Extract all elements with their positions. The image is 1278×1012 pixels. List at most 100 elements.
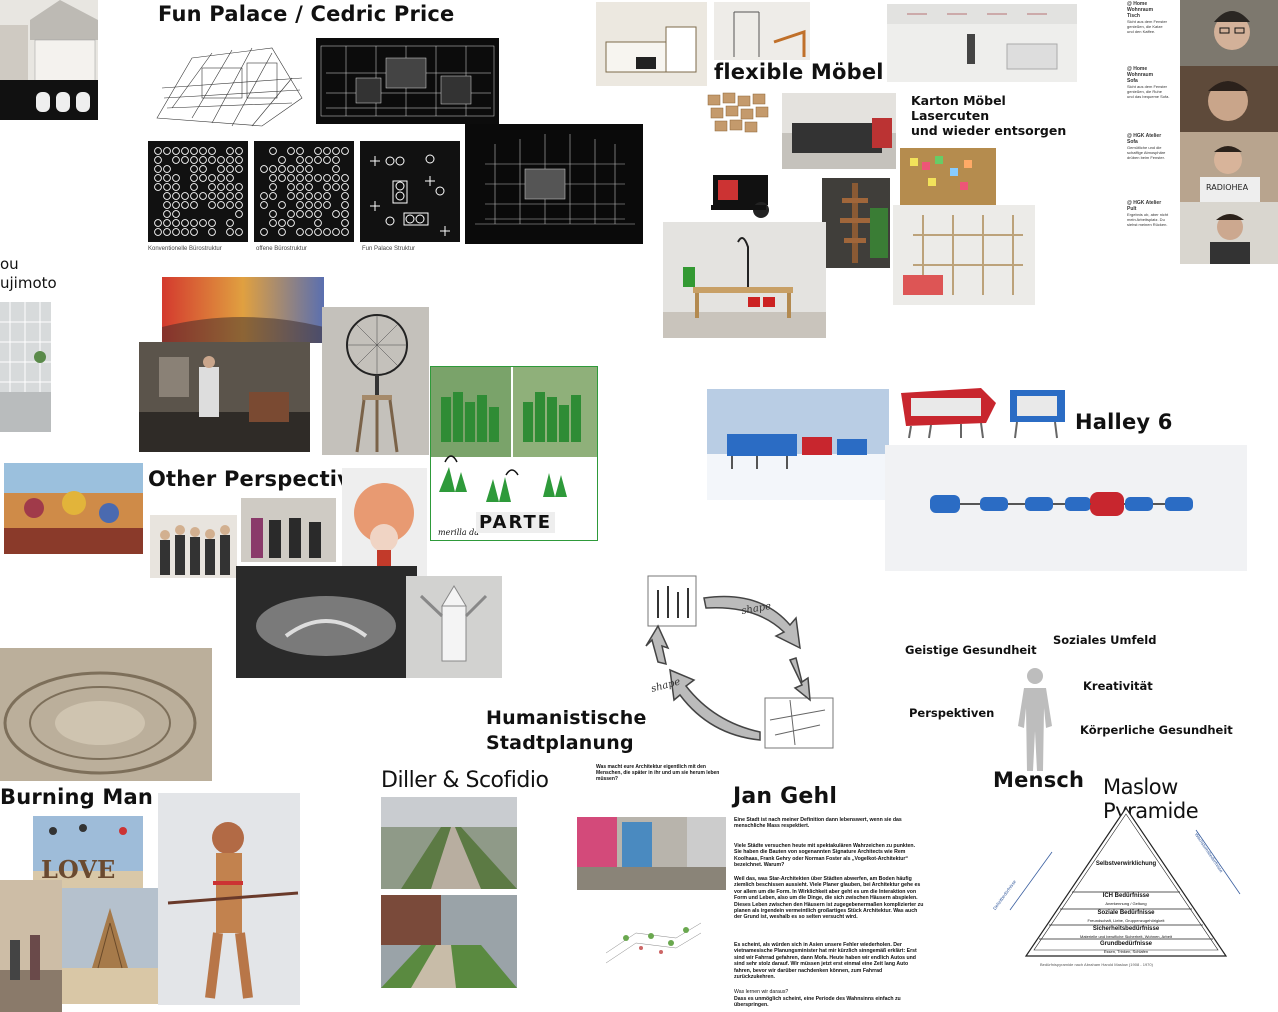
note-title: @ HGK Atelier Sofa [1127,133,1162,145]
fun-palace-sketch [152,38,310,130]
shape-label-1: shape [741,601,772,617]
note-body: Gemütliche und die schaffige Atmosphäre … [1127,145,1166,160]
maslow-level-2-sub: Materielle und berufliche Sicherheit, Wo… [1080,934,1172,939]
note-title: @ Home Wohnraum Sofa [1127,66,1154,84]
caption-fun-palace-struktur: Fun Palace Struktur [362,246,416,252]
office-pattern-open [254,141,354,242]
label-soziales-umfeld: Soziales Umfeld [1053,633,1157,647]
workbench-render [663,222,826,338]
maslow-level-3-sub: Freundschaft, Liebe, Gruppenzugehörigkei… [1087,918,1165,923]
fun-palace-elevation [316,38,499,124]
note-title: @ HGK Atelier Pult [1127,200,1162,212]
maslow-level-2: Sicherheitsbedürfnisse [1092,926,1160,932]
note-hgk-sofa: @ HGK Atelier Sofa Gemütliche und die sc… [1127,133,1177,160]
maslow-footer: Bedürfnispyramide nach Abraham Harold Ma… [1040,962,1153,967]
fujimoto-text-1: ou [0,255,19,273]
cluttered-studio-photo [139,342,310,452]
building-section-photo [0,0,98,120]
karton-moebel-text: Karton Möbel Lasercuten und wieder entso… [911,93,1067,138]
mensch-title: Mensch [993,768,1085,792]
street-scene-photo [577,817,726,890]
flex-room-photo [887,4,1077,82]
studio-photo [893,205,1035,305]
svg-text:RADIOHEA: RADIOHEA [1206,183,1249,192]
rainbow-room-photo [162,277,324,343]
label-kreativitaet: Kreativität [1083,679,1153,693]
coat-rack-photo [822,178,890,268]
green-furniture-photos [430,366,598,541]
note-body: Ergebnis ob, aber nicht mein Arbeitsplat… [1127,212,1169,227]
gehl-paragraph-1: Eine Stadt ist nach meiner Definition da… [734,817,902,830]
flexible-moebel-title: flexible Möbel [714,60,884,84]
group-photo-1 [150,515,237,578]
portrait-3: RADIOHEA [1180,132,1278,202]
halley-station-photo [707,389,889,500]
high-line-photo-2 [381,895,517,988]
halley-module-red [891,378,1001,440]
black-rock-city-aerial [0,648,212,781]
caption-buero-konventionell: Konventionelle Bürostruktur [148,246,222,252]
office-pattern-conventional [148,141,248,242]
bench-photo [703,150,781,230]
fun-palace-title: Fun Palace / Cedric Price [158,2,455,26]
portrait-4 [1180,202,1278,264]
diller-scofidio-title: Diller & Scofidio [381,768,549,793]
merilla-caption: merilla da [438,528,480,537]
costume-bw-photo [406,576,502,678]
performance-bw-photo [236,566,417,678]
office-pattern-fun-palace [360,141,460,242]
maslow-level-1: Grundbedürfnisse [1099,941,1152,947]
flex-furniture-photo-1 [596,2,707,86]
maslow-level-5: Selbstverwirklichung [1095,861,1157,867]
shape-cycle-sketch: shape shape [620,570,842,750]
burning-crowd-photo [4,463,143,554]
note-title: @ Home Wohnraum Tisch [1127,1,1154,19]
urban-plan-diagram [596,908,708,968]
parte-caption: PARTE [476,512,556,533]
maslow-level-4: ICH Bedürfnisse [1102,893,1150,899]
temple-photo [62,888,158,1004]
pinboard-photo [900,148,996,205]
burning-man-title: Burning Man [0,785,153,809]
gehl-paragraph-6: Dass es unmöglich scheint, eine Periode … [734,996,901,1009]
humanistische-title: Humanistische Stadtplanung [486,707,647,754]
fujimoto-text-2: ujimoto [0,274,57,292]
fun-palace-model-photo [465,124,643,244]
office-shelving-photo [782,93,896,169]
note-home-sofa: @ Home Wohnraum Sofa Sicht aus dem Fenst… [1127,66,1177,99]
group-photo-2 [241,498,336,562]
caption-buero-offen: offene Bürostruktur [256,246,307,252]
gehl-question: Was macht eure Architektur eigentlich mi… [596,764,720,782]
note-hgk-pult: @ HGK Atelier Pult Ergebnis ob, aber nic… [1127,200,1177,227]
note-body: Sicht aus dem Fenster genießen, die Katz… [1127,19,1168,34]
gehl-paragraph-4: Es scheint, als würden sich in Asien uns… [734,942,917,981]
shelf-grid-photo [703,90,773,140]
svg-text:LOVE: LOVE [41,855,115,884]
note-body: Sicht aus dem Fenster genießen, die Ruhe… [1127,84,1170,99]
label-geistige-gesundheit: Geistige Gesundheit [905,643,1037,657]
fujimoto-pavilion-photo [0,302,51,432]
portrait-2 [1180,66,1278,132]
halley-module-blue [1005,378,1070,440]
high-line-photo-1 [381,797,517,889]
portrait-1 [1180,0,1278,66]
painted-woman-photo [158,793,300,1005]
gehl-paragraph-3: Weil das, was Star-Architekten über Städ… [734,876,924,921]
label-koerperliche-gesundheit: Körperliche Gesundheit [1080,723,1233,737]
halley-aerial [885,445,1247,571]
maslow-level-1-sub: Essen, Trinken, Schlafen [1103,949,1149,954]
note-home-tisch: @ Home Wohnraum Tisch Sicht aus dem Fens… [1127,1,1177,34]
gehl-paragraph-2: Viele Städte versuchen heute mit spektak… [734,843,916,869]
maslow-pyramid [996,800,1276,970]
human-figure-icon [1012,666,1058,776]
flex-furniture-photo-2 [714,2,810,60]
jan-gehl-title: Jan Gehl [733,784,838,809]
gehl-paragraph-5: Was lernen wir daraus? [734,989,789,995]
other-perspectives-title: Other Perspectiv [146,467,354,491]
halley-title: Halley 6 [1075,410,1173,434]
burning-man-crowd-left [0,880,62,1012]
bicycle-wheel-photo [322,307,429,455]
maslow-level-4-sub: Anerkennung / Geltung [1105,901,1147,906]
maslow-level-3: Soziale Bedürfnisse [1097,910,1155,916]
label-perspektiven: Perspektiven [909,706,995,720]
